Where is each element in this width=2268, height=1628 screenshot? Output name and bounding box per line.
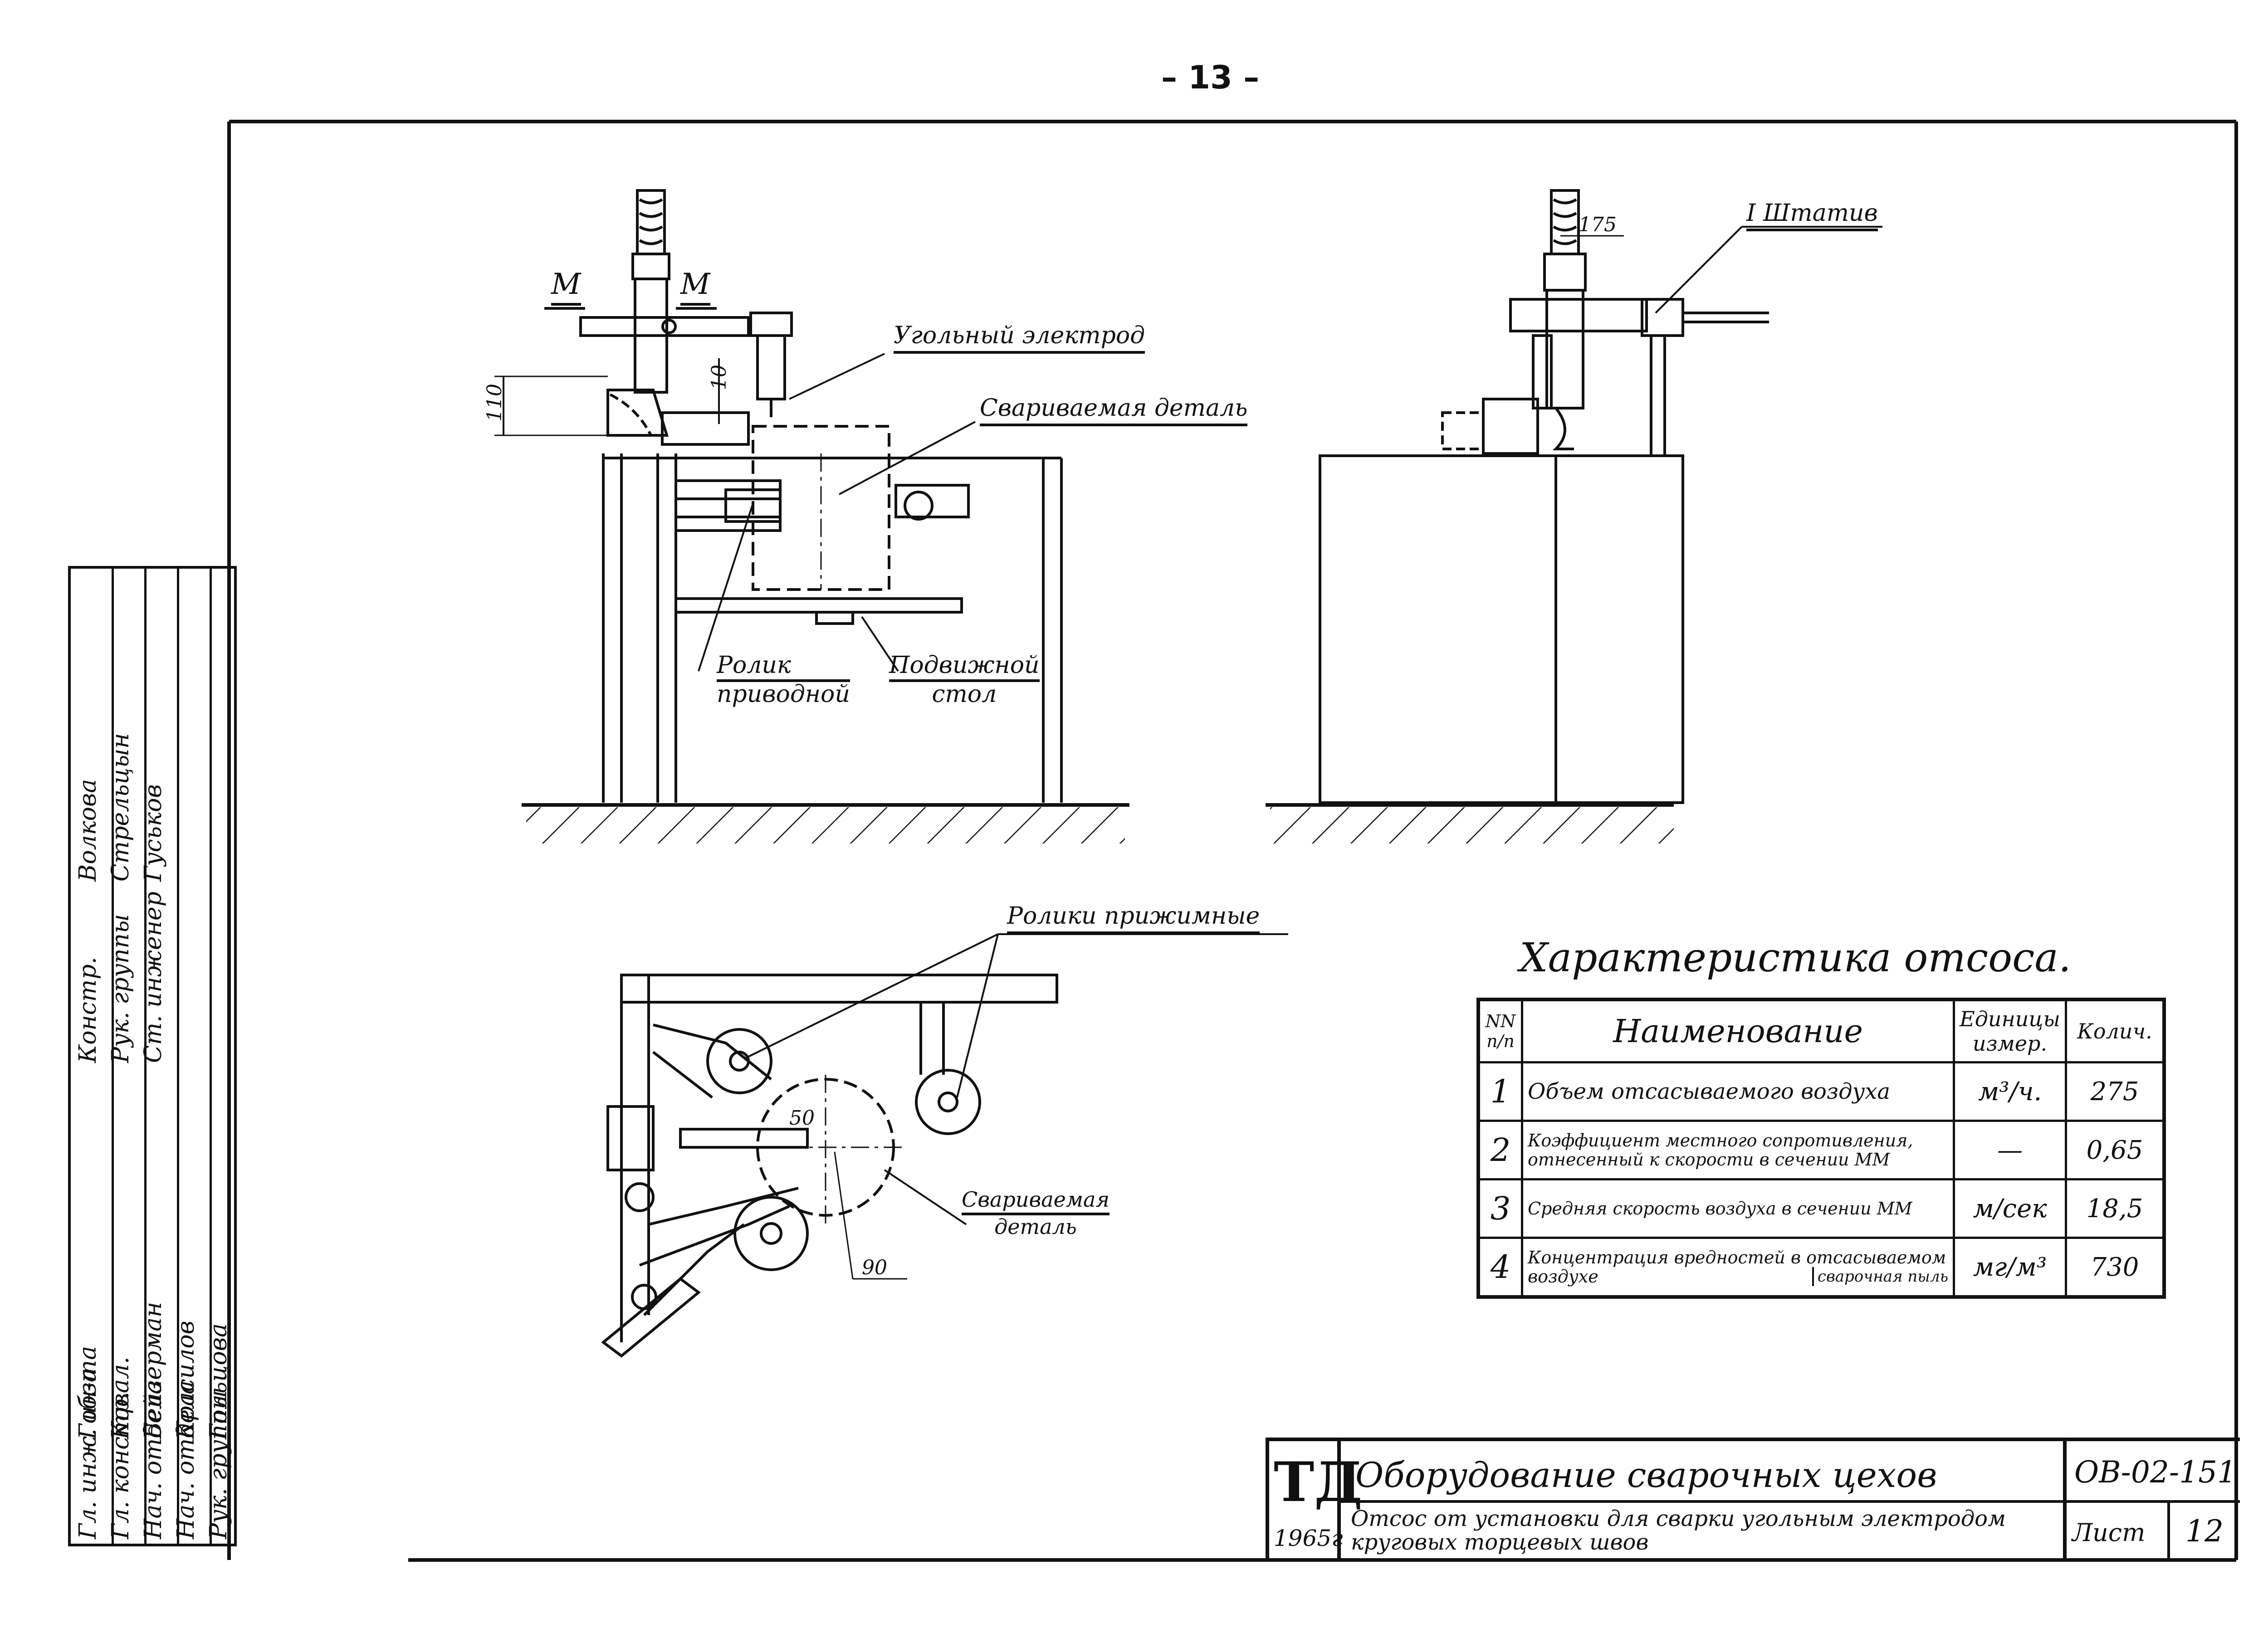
section-mark-left: М [551, 268, 581, 306]
stamp-role: Констр. [74, 956, 102, 1063]
row-unit: м³/ч. [1953, 1061, 2067, 1122]
section-mark-right: М [680, 268, 710, 306]
row-num: 1 [1477, 1061, 1523, 1122]
welded-part-plan-line2: деталь [994, 1214, 1077, 1239]
stamp-name: Стрельцын [107, 733, 134, 882]
drawing-code: ОВ-02-151 [2074, 1455, 2237, 1490]
stamp-name: Гобза [74, 1368, 102, 1439]
sheet-label: Лист [2072, 1518, 2146, 1547]
drive-roller-label: Ролик приводной [717, 653, 850, 707]
drive-roller-line1: Ролик [717, 653, 850, 682]
row-value: 730 [2065, 1237, 2165, 1298]
col-num-header: NN п/п [1477, 998, 1523, 1063]
tripod-label: I Штатив [1746, 200, 1878, 231]
stamp-name: Красилов [172, 1321, 200, 1439]
table-header-row: NN п/п Наименование Единицы измер. Колич… [1477, 998, 2165, 1063]
col-unit-header: Единицы измер. [1953, 998, 2067, 1063]
dimension-10: 10 [708, 365, 731, 390]
stamp-name: Гольцова [205, 1323, 232, 1439]
row-unit: мг/м³ [1953, 1237, 2067, 1298]
stamp-role: Ст. инженер [140, 891, 167, 1063]
table-row: 1 Объем отсасываемого воздуха м³/ч. 275 [1477, 1061, 2165, 1122]
stamp-name: Гуськов [140, 784, 167, 882]
sheet-number: 12 [2185, 1514, 2224, 1549]
row-value: 0,65 [2065, 1120, 2165, 1180]
plan-view [601, 933, 1288, 1358]
approval-stamp: Гл. инж. ин-та Гобза Констр. Волкова Гл.… [68, 566, 237, 1546]
front-view [494, 189, 1129, 843]
movable-table-label: Подвижной стол [889, 653, 1040, 707]
characteristics-table: NN п/п Наименование Единицы измер. Колич… [1476, 998, 2166, 1299]
row-name: Концентрация вредностей в отсасываемом в… [1520, 1237, 1955, 1298]
row-name: Средняя скорость воздуха в сечении ММ [1520, 1178, 1955, 1239]
welded-part-label: Свариваемая деталь [980, 395, 1248, 426]
year: 1965г [1274, 1525, 1343, 1551]
row-num: 3 [1477, 1178, 1523, 1239]
col-name-header: Наименование [1520, 998, 1955, 1063]
drive-roller-line2: приводной [717, 681, 850, 708]
table-row: 3 Средняя скорость воздуха в сечении ММ … [1477, 1178, 2165, 1239]
table-row: 4 Концентрация вредностей в отсасываемом… [1477, 1237, 2165, 1298]
title-block: ТД 1965г Оборудование сварочных цехов ОВ… [1266, 1438, 2240, 1559]
row-unit: — [1953, 1120, 2067, 1180]
stamp-name: Волкова [74, 779, 102, 882]
row-num: 4 [1477, 1237, 1523, 1298]
welded-part-plan-label: Свариваемая деталь [962, 1188, 1110, 1238]
row-unit: м/сек [1953, 1178, 2067, 1239]
movable-table-line1: Подвижной [889, 653, 1040, 682]
stamp-name: Ковал. [107, 1356, 134, 1439]
stamp-role: Рук. группы [107, 914, 134, 1063]
row-name-sub: сварочная пыль [1812, 1267, 1948, 1286]
dimension-50: 50 [789, 1106, 815, 1130]
drawing-description: Отсос от установки для сварки угольным э… [1351, 1506, 2006, 1555]
table-row: 2 Коэффициент местного сопротивления, от… [1477, 1120, 2165, 1180]
pressure-rollers-label: Ролики прижимные [1007, 902, 1260, 934]
series-title: Оборудование сварочных цехов [1355, 1455, 1937, 1495]
col-qty-header: Колич. [2065, 998, 2165, 1063]
row-name: Коэффициент местного сопротивления, отне… [1520, 1120, 1955, 1180]
stamp-name: Бейзерман [140, 1301, 167, 1439]
page-number: – 13 – [1161, 59, 1260, 96]
row-name-text: Концентрация вредностей в отсасываемом в… [1528, 1248, 1946, 1287]
dimension-90: 90 [862, 1256, 887, 1279]
dimension-175: 175 [1579, 213, 1617, 236]
row-num: 2 [1477, 1120, 1523, 1180]
dimension-110: 110 [483, 384, 506, 422]
row-value: 275 [2065, 1061, 2165, 1122]
org-code: ТД [1274, 1450, 1363, 1514]
electrode-label: Угольный электрод [894, 322, 1145, 354]
page-frame [227, 120, 2238, 1562]
row-name: Объем отсасываемого воздуха [1520, 1061, 1955, 1122]
welded-part-plan-line1: Свариваемая [962, 1188, 1110, 1215]
side-view [1266, 189, 1882, 843]
movable-table-line2: стол [932, 681, 997, 708]
characteristics-title: Характеристика отсоса. [1520, 934, 2071, 981]
row-value: 18,5 [2065, 1178, 2165, 1239]
